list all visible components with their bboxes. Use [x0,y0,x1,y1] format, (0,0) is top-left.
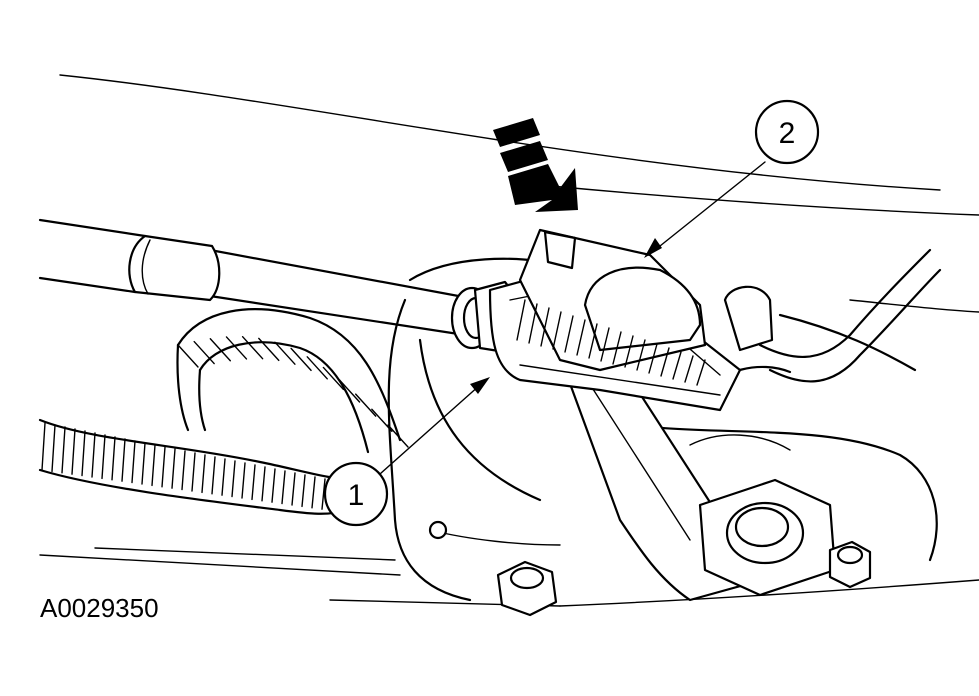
push-arrow-icon [493,118,578,212]
wiring-harness [38,308,409,515]
shift-cable [38,218,482,337]
callout-1-label: 1 [348,479,365,512]
harness-clip-right [723,248,942,383]
background-body-lines [39,74,979,607]
cable-end-bushing [450,280,518,354]
figure-id: A0029350 [40,593,159,623]
mounting-bolt [496,560,558,617]
transmission-housing [387,257,938,602]
mounting-bolt-right [828,540,872,589]
callout-2: 2 [644,99,820,258]
lever-nut [698,478,837,597]
housing-bolt-hole [428,520,448,540]
locking-clip [516,228,707,386]
callout-1-circle [323,461,389,527]
cable-sleeve [128,234,221,302]
callout-2-circle [754,99,820,165]
callout-1: 1 [323,377,490,527]
callout-2-label: 2 [779,117,796,150]
